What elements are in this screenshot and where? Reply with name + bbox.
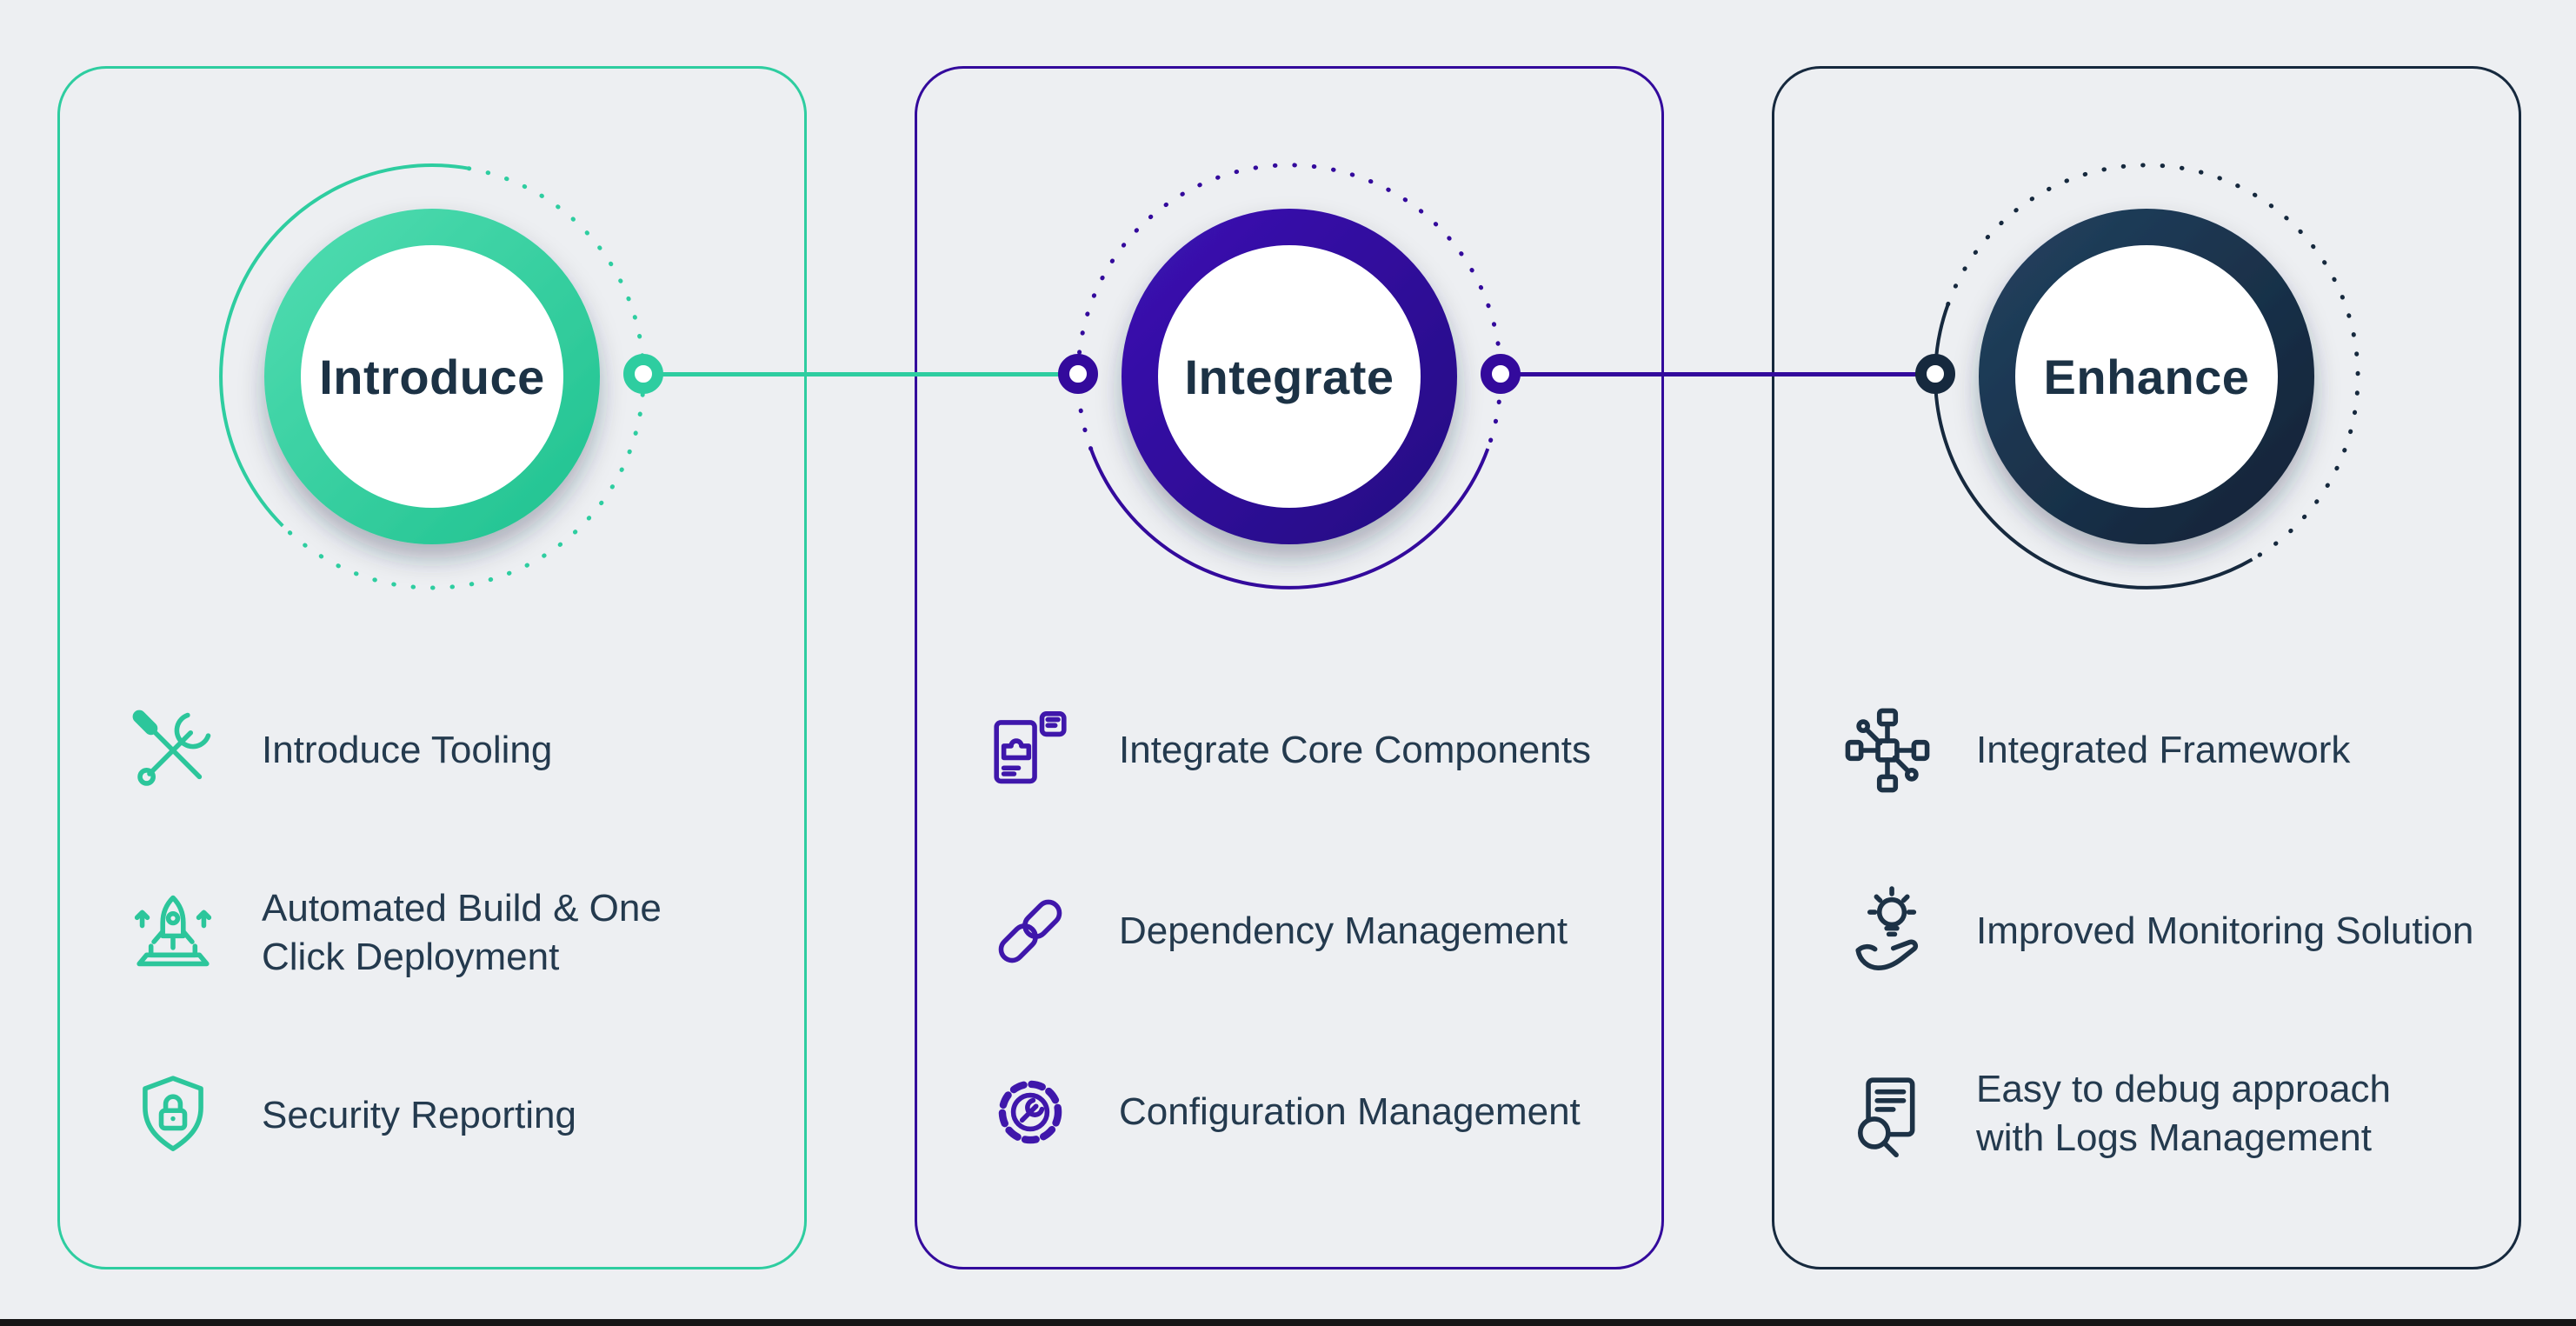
deco-dotted-arc: [1075, 163, 1503, 451]
connector-node-introduce-right: [623, 354, 663, 394]
step-badge-enhance: Enhance: [1929, 159, 2364, 594]
tools-icon: [126, 703, 220, 797]
rocket-launch-icon: [126, 886, 220, 980]
list-item: Integrate Core Components: [983, 703, 1644, 797]
bottom-edge-bar: [0, 1319, 2576, 1326]
step-ring: [1979, 209, 2314, 544]
list-item: Introduce Tooling: [126, 703, 787, 797]
idea-lightbulb-hand-icon: [1840, 884, 1934, 978]
step-title: Enhance: [2043, 349, 2250, 404]
list-item: Integrated Framework: [1840, 703, 2501, 797]
connector-node-integrate-left: [1058, 354, 1098, 394]
step-ring: [1122, 209, 1457, 544]
list-item: Security Reporting: [126, 1069, 787, 1163]
connector-node-integrate-right: [1481, 354, 1521, 394]
step-title: Introduce: [319, 349, 545, 404]
item-list: Integrated Framework Improved Monitoring…: [1840, 703, 2501, 1163]
item-label: Integrated Framework: [1976, 728, 2351, 771]
logs-search-icon: [1840, 1067, 1934, 1161]
network-framework-icon: [1840, 703, 1934, 797]
item-label: Improved Monitoring Solution: [1976, 909, 2474, 952]
step-badge-graphic: [1934, 163, 2360, 590]
security-shield-icon: [126, 1069, 220, 1163]
list-item: Configuration Management: [983, 1065, 1644, 1159]
item-label: Easy to debug approach with Logs Managem…: [1976, 1068, 2392, 1160]
step-badge-integrate: Integrate: [1072, 159, 1507, 594]
step-badge-graphic: [219, 163, 646, 590]
list-item: Improved Monitoring Solution: [1840, 884, 2501, 978]
step-title: Integrate: [1184, 349, 1395, 404]
step-ring: [264, 209, 600, 544]
connector-node-enhance-left: [1915, 354, 1955, 394]
card-integrate: Integrate Integrate Core Components: [915, 66, 1664, 1269]
deco-solid-arc: [1088, 448, 1490, 590]
deco-solid-arc: [219, 163, 469, 528]
step-badge-introduce: Introduce: [215, 159, 649, 594]
gear-wrench-icon: [983, 1065, 1077, 1159]
item-label: Security Reporting: [262, 1094, 576, 1137]
item-label: Automated Build & One Click Deployment: [262, 887, 662, 979]
chain-link-icon: [983, 884, 1077, 978]
list-item: Dependency Management: [983, 884, 1644, 978]
card-enhance: Enhance: [1772, 66, 2521, 1269]
list-item: Easy to debug approach with Logs Managem…: [1840, 1065, 2501, 1163]
cards-row: Introduce Introduce Tooling: [57, 66, 2521, 1269]
item-label: Dependency Management: [1119, 909, 1568, 952]
step-badge-graphic: [1075, 163, 1503, 590]
item-list: Integrate Core Components Dependency Man…: [983, 703, 1644, 1159]
item-label: Integrate Core Components: [1119, 728, 1591, 771]
deco-dotted-arc: [1946, 163, 2360, 562]
item-list: Introduce Tooling: [126, 703, 787, 1163]
connector-line-introduce-integrate: [643, 372, 1078, 376]
puzzle-components-icon: [983, 703, 1077, 797]
item-label: Configuration Management: [1119, 1089, 1581, 1133]
card-introduce: Introduce Introduce Tooling: [57, 66, 807, 1269]
item-label: Introduce Tooling: [262, 728, 553, 771]
list-item: Automated Build & One Click Deployment: [126, 884, 787, 983]
connector-line-integrate-enhance: [1501, 372, 1935, 376]
